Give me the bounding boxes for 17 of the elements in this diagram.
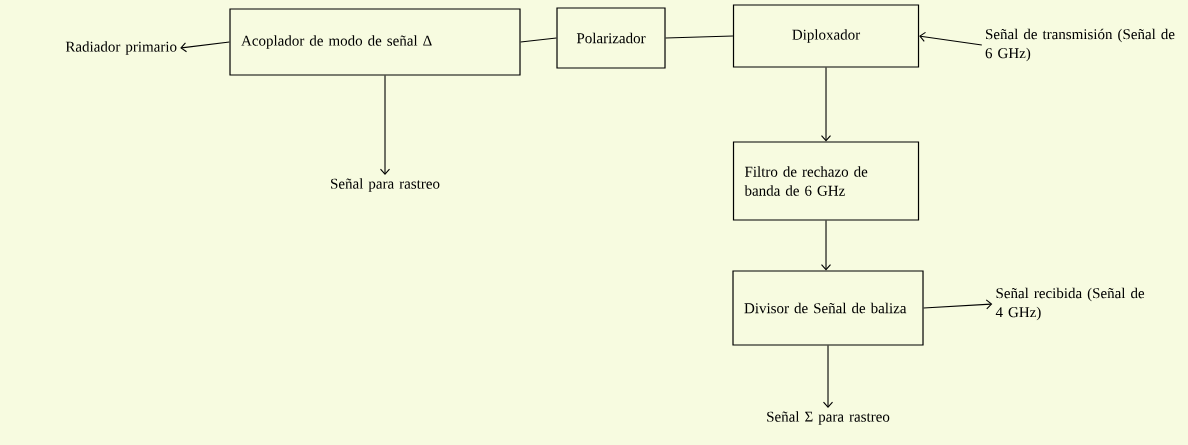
arrow (820, 67, 832, 142)
block-box: Diploxador (732, 4, 920, 68)
block-box: Polarizador (556, 7, 666, 69)
block-box: Acoplador de modo de señal Δ (229, 8, 521, 76)
signal-label: Señal para rastreo (331, 178, 440, 192)
arrow (822, 345, 834, 408)
arrow (379, 75, 391, 175)
arrow (919, 31, 983, 46)
signal-label: Señal Σ para rastreo (767, 411, 890, 425)
signal-label: Radiador primario (65, 41, 177, 55)
block-box: Filtro de rechazo de banda de 6 GHz (732, 141, 920, 221)
signal-label: Señal de transmisión (Señal de 6 GHz) (985, 28, 1175, 62)
signal-label: Señal recibida (Señal de 4 GHz) (995, 287, 1145, 321)
block-box: Divisor de Señal de baliza (732, 270, 924, 346)
arrow (180, 41, 230, 53)
arrow (923, 299, 993, 310)
arrow (820, 220, 832, 271)
